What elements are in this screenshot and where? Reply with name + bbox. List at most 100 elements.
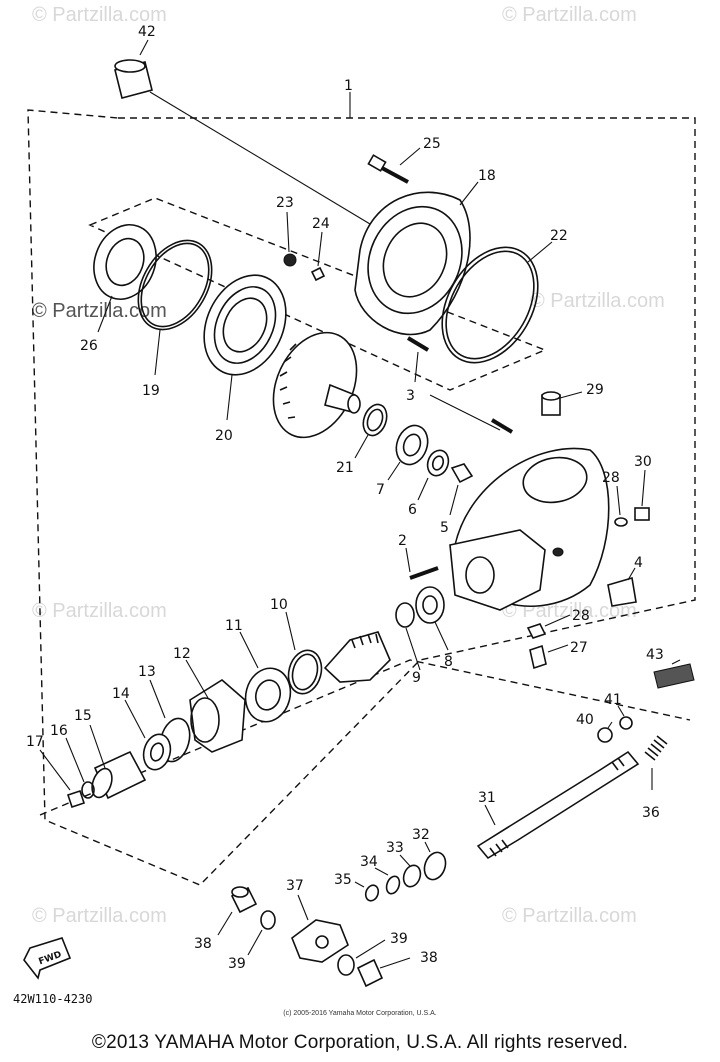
footer-copyright: ©2013 YAMAHA Motor Corporation, U.S.A. A… [91, 1032, 629, 1053]
callout-13: 13 [138, 664, 156, 680]
part-38-bearing-cup[interactable] [217, 886, 258, 936]
callout-19: 19 [142, 383, 160, 399]
part-29-plug[interactable] [541, 391, 583, 416]
watermark: © Partzilla.com [32, 300, 167, 322]
callout-42: 42 [138, 24, 156, 40]
callout-29: 29 [586, 382, 604, 398]
callout-6: 6 [408, 502, 417, 518]
callout-38b: 38 [420, 950, 438, 966]
part-17-nut[interactable] [39, 749, 86, 809]
callout-27: 27 [570, 640, 588, 656]
watermark: © Partzilla.com [32, 4, 167, 26]
callout-38: 38 [194, 936, 212, 952]
callout-17: 17 [26, 734, 44, 750]
part-26-seal[interactable] [84, 216, 166, 333]
callout-24: 24 [312, 216, 330, 232]
part-31-drive-shaft[interactable] [476, 750, 640, 860]
watermark: © Partzilla.com [32, 600, 167, 622]
part-21-shim[interactable] [354, 401, 391, 459]
callout-36: 36 [642, 805, 660, 821]
part-14-seal[interactable] [124, 699, 174, 773]
callout-1: 1 [344, 78, 353, 94]
part-23-nut[interactable] [283, 211, 297, 267]
callout-14: 14 [112, 686, 130, 702]
part-3-stud[interactable] [406, 336, 430, 383]
callout-16: 16 [50, 723, 68, 739]
callout-39: 39 [228, 956, 246, 972]
callout-25: 25 [423, 136, 441, 152]
part-43-label[interactable] [653, 659, 695, 689]
part-27-bolt[interactable] [529, 644, 569, 670]
assembly-boundary [27, 109, 696, 886]
figure-code: 42W110-4230 [13, 992, 93, 1006]
part-37-universal-joint[interactable] [291, 894, 349, 963]
fwd-arrow-icon [23, 937, 72, 980]
callout-4: 4 [634, 555, 643, 571]
part-19-o-ring[interactable] [123, 227, 226, 376]
part-4-pin[interactable] [607, 567, 637, 607]
callout-28b: 28 [572, 608, 590, 624]
callout-28: 28 [602, 470, 620, 486]
part-34-spacer[interactable] [374, 867, 402, 896]
callout-10: 10 [270, 597, 288, 613]
part-8-bearing[interactable] [415, 586, 449, 651]
callout-12: 12 [173, 646, 191, 662]
callout-35: 35 [334, 872, 352, 888]
callout-34: 34 [360, 854, 378, 870]
callout-22: 22 [550, 228, 568, 244]
part-38-bearing-cup-lower[interactable] [356, 957, 411, 988]
small-copyright: (c) 2005-2016 Yamaha Motor Corporation, … [283, 1010, 437, 1017]
part-15-sleeve[interactable] [88, 724, 147, 800]
callout-8: 8 [444, 654, 453, 670]
ring-gear[interactable] [257, 319, 372, 451]
watermark: © Partzilla.com [32, 905, 167, 927]
part-42-bushing[interactable] [114, 39, 153, 99]
part-7-bearing[interactable] [387, 421, 433, 481]
part-9-spacer[interactable] [395, 602, 421, 671]
callout-41: 41 [604, 692, 622, 708]
callout-39b: 39 [390, 931, 408, 947]
callout-40: 40 [576, 712, 594, 728]
part-39-seal[interactable] [247, 910, 276, 956]
part-33-washer[interactable] [399, 854, 423, 889]
part-28-washer[interactable] [614, 485, 628, 527]
callout-5: 5 [440, 520, 449, 536]
callout-3: 3 [406, 388, 415, 404]
callout-9: 9 [412, 670, 421, 686]
part-2-stud[interactable] [405, 547, 439, 580]
callout-7: 7 [376, 482, 385, 498]
part-11-bearing[interactable] [239, 631, 296, 727]
callout-32: 32 [412, 827, 430, 843]
watermark: © Partzilla.com [502, 4, 637, 26]
part-39-seal-lower[interactable] [337, 939, 386, 976]
part-6-seal[interactable] [417, 447, 452, 501]
callout-37: 37 [286, 878, 304, 894]
part-24-nut[interactable] [310, 231, 326, 282]
part-32-bearing[interactable] [421, 841, 449, 883]
part-40-nut[interactable] [597, 721, 613, 743]
callout-31: 31 [478, 790, 496, 806]
callout-20: 20 [215, 428, 233, 444]
watermark: © Partzilla.com [502, 905, 637, 927]
part-12-coupling[interactable] [185, 659, 246, 753]
part-25-bolt[interactable] [367, 147, 421, 184]
part-28-washer-lower[interactable] [526, 614, 571, 639]
part-16-washer[interactable] [65, 737, 95, 799]
part-22-o-ring[interactable] [423, 230, 558, 379]
callout-15: 15 [74, 708, 92, 724]
part-18-cover[interactable] [351, 181, 479, 336]
part-35-clip[interactable] [354, 881, 380, 903]
part-10-shim[interactable] [284, 611, 326, 697]
part-5-nut[interactable] [449, 463, 474, 516]
part-20-bearing[interactable] [189, 262, 302, 421]
pinion-gear[interactable] [323, 631, 391, 683]
part-30-bolt[interactable] [634, 469, 650, 521]
final-gear-housing[interactable] [449, 447, 610, 611]
callout-43: 43 [646, 647, 664, 663]
watermark: © Partzilla.com [530, 290, 665, 312]
part-36-spring[interactable] [644, 735, 668, 790]
callout-26: 26 [80, 338, 98, 354]
callout-33: 33 [386, 840, 404, 856]
part-41-bolt[interactable] [617, 705, 633, 730]
